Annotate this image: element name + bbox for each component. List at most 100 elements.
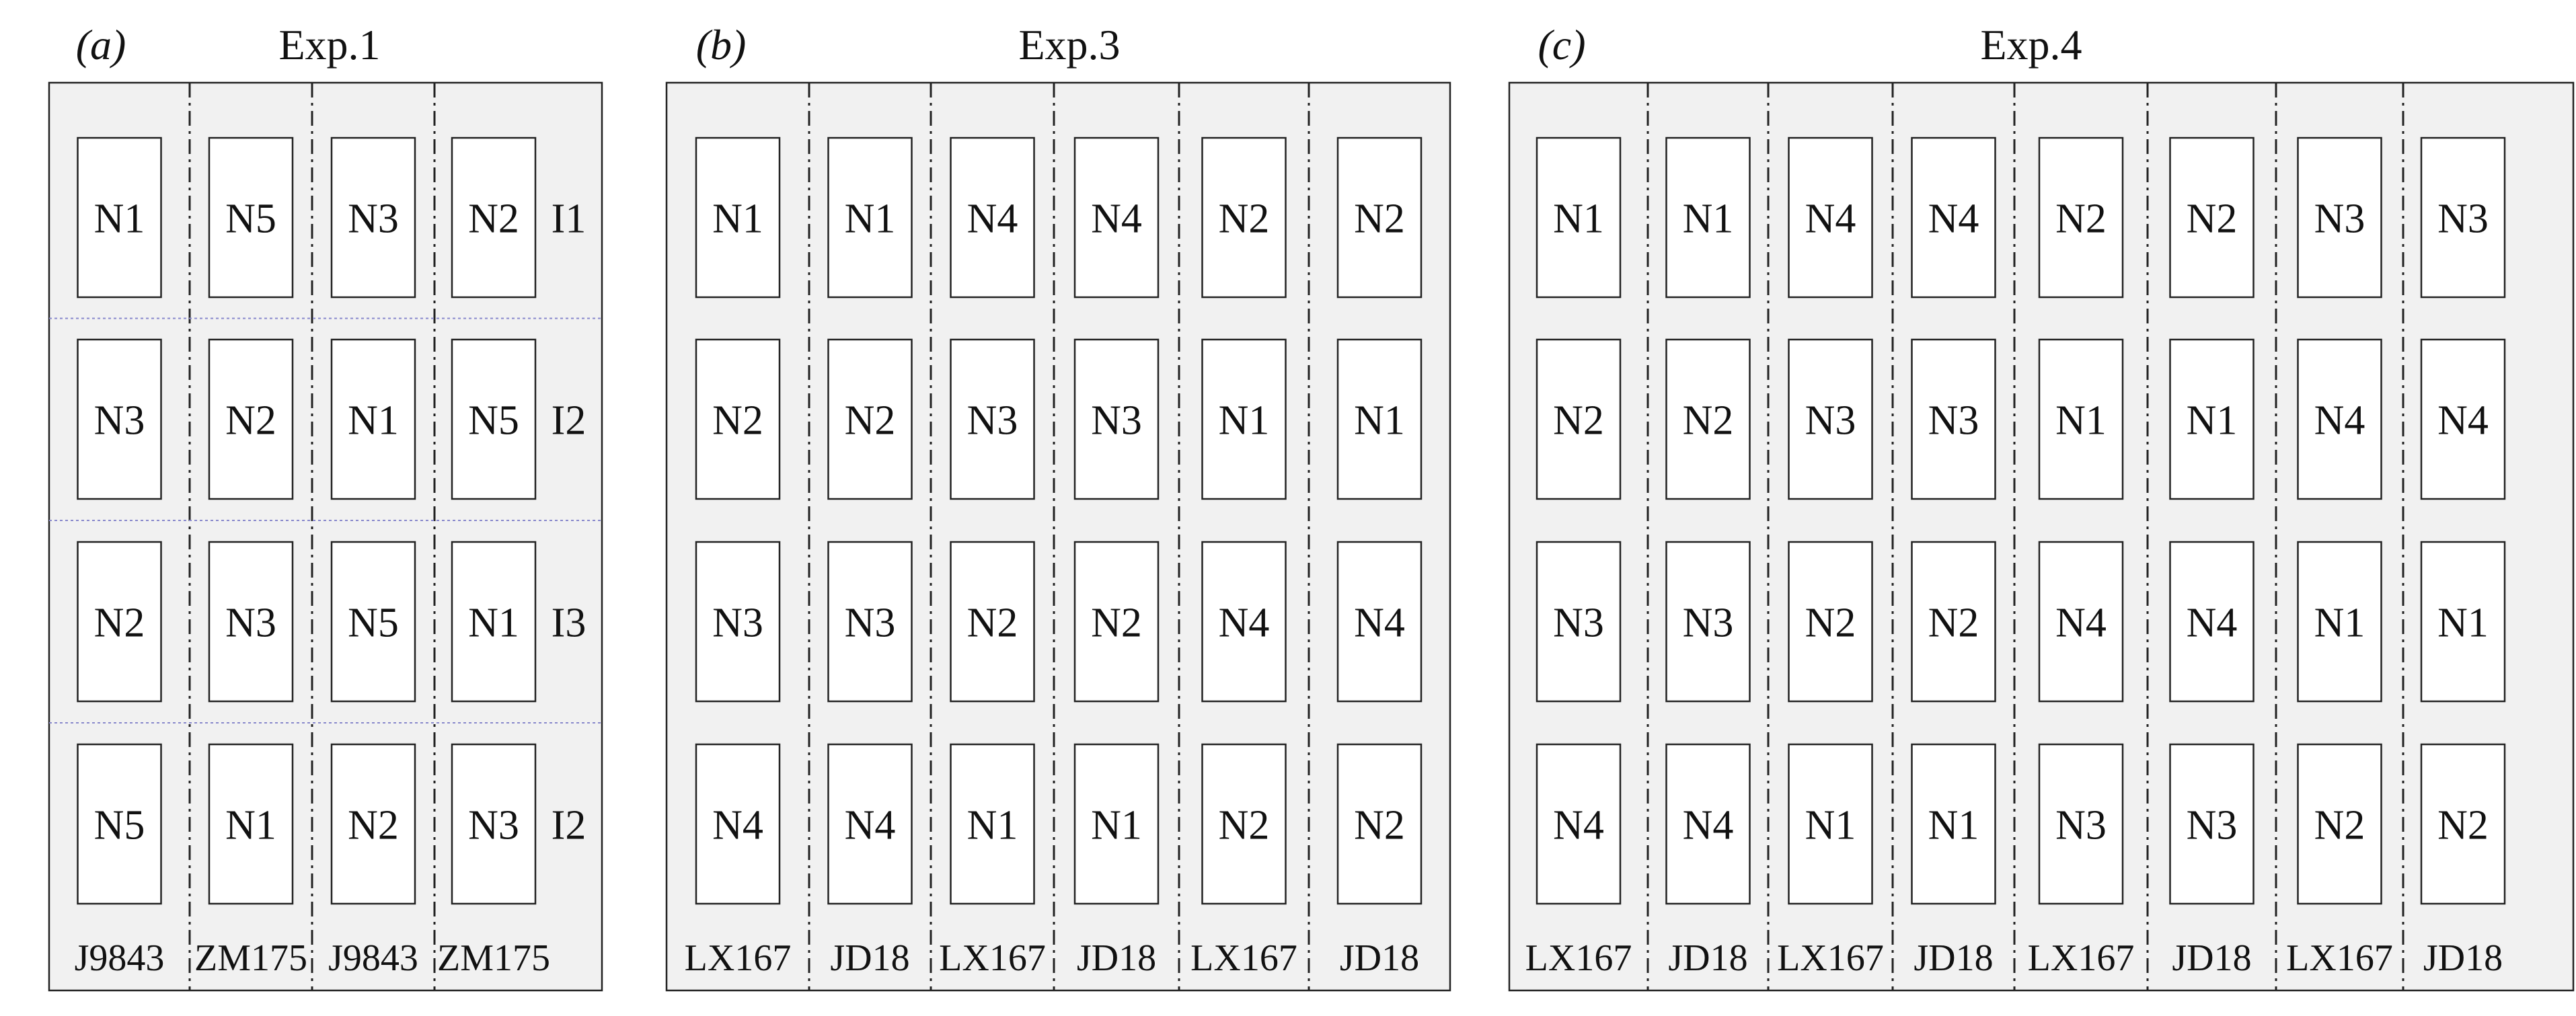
plot-box bbox=[1336, 136, 1423, 299]
column-label: LX167 bbox=[1190, 937, 1297, 979]
panel-title: Exp.3 bbox=[1018, 21, 1120, 69]
plot-box bbox=[1336, 541, 1423, 703]
column-label: JD18 bbox=[2172, 937, 2251, 979]
plot-label: N4 bbox=[845, 803, 896, 849]
plot-label: N3 bbox=[225, 600, 276, 646]
plot-box bbox=[827, 136, 913, 299]
plot-box bbox=[2038, 338, 2124, 500]
plot-box bbox=[2169, 541, 2255, 703]
plot-box bbox=[1665, 136, 1751, 299]
plot-box bbox=[330, 743, 416, 905]
plot-label: N2 bbox=[2055, 196, 2107, 242]
plot-box bbox=[1201, 541, 1287, 703]
plot-label: N3 bbox=[1091, 398, 1142, 444]
column-label: ZM175 bbox=[194, 937, 307, 979]
plot-label: N3 bbox=[348, 196, 399, 242]
plot-box bbox=[695, 338, 781, 500]
plot-box bbox=[1665, 338, 1751, 500]
plot-box bbox=[2420, 338, 2506, 500]
plot-label: N1 bbox=[845, 196, 896, 242]
plot-box bbox=[1201, 743, 1287, 905]
plot-label: N1 bbox=[1354, 398, 1405, 444]
plot-label: N1 bbox=[2314, 600, 2365, 646]
plot-box bbox=[827, 743, 913, 905]
panel-title: Exp.4 bbox=[1980, 21, 2082, 69]
plot-label: N1 bbox=[1553, 196, 1604, 242]
plot-label: N3 bbox=[2314, 196, 2365, 242]
plot-label: N3 bbox=[2187, 803, 2238, 849]
plot-label: N1 bbox=[2187, 398, 2238, 444]
plot-label: N1 bbox=[1683, 196, 1734, 242]
plot-label: N3 bbox=[1928, 398, 1979, 444]
plot-label: N2 bbox=[712, 398, 763, 444]
plot-label: N4 bbox=[1091, 196, 1142, 242]
plot-box bbox=[1536, 541, 1622, 703]
plot-box bbox=[2297, 136, 2382, 299]
panel-label: (a) bbox=[76, 21, 126, 69]
column-label: LX167 bbox=[2286, 937, 2393, 979]
plot-box bbox=[1201, 338, 1287, 500]
plot-label: N4 bbox=[2187, 600, 2238, 646]
column-label: JD18 bbox=[830, 937, 909, 979]
column-label: LX167 bbox=[939, 937, 1046, 979]
plot-label: N1 bbox=[2437, 600, 2489, 646]
column-label: LX167 bbox=[685, 937, 792, 979]
plot-box bbox=[950, 338, 1035, 500]
plot-box bbox=[330, 136, 416, 299]
plot-label: N1 bbox=[2055, 398, 2107, 444]
plot-label: N5 bbox=[468, 398, 519, 444]
plot-label: N3 bbox=[1553, 600, 1604, 646]
plot-box bbox=[1201, 136, 1287, 299]
column-label: JD18 bbox=[1077, 937, 1156, 979]
plot-box bbox=[330, 541, 416, 703]
plot-label: N2 bbox=[1683, 398, 1734, 444]
plot-box bbox=[2038, 541, 2124, 703]
plot-box bbox=[2169, 338, 2255, 500]
plot-label: N1 bbox=[967, 803, 1018, 849]
plot-box bbox=[1665, 743, 1751, 905]
plot-box bbox=[2297, 743, 2382, 905]
column-label: ZM175 bbox=[437, 937, 550, 979]
plot-box bbox=[77, 541, 162, 703]
plot-label: N4 bbox=[1805, 196, 1856, 242]
row-label: I2 bbox=[552, 398, 586, 444]
plot-box bbox=[1336, 743, 1423, 905]
column-label: J9843 bbox=[75, 937, 165, 979]
plot-label: N3 bbox=[967, 398, 1018, 444]
panel-label: (c) bbox=[1538, 21, 1585, 69]
plot-box bbox=[695, 743, 781, 905]
plot-label: N4 bbox=[1553, 803, 1604, 849]
plot-label: N2 bbox=[2314, 803, 2365, 849]
plot-box bbox=[208, 338, 294, 500]
row-label: I3 bbox=[552, 600, 586, 646]
plot-label: N4 bbox=[967, 196, 1018, 242]
plot-label: N3 bbox=[1683, 600, 1734, 646]
plot-label: N4 bbox=[2055, 600, 2107, 646]
plot-label: N1 bbox=[1805, 803, 1856, 849]
column-label: J9843 bbox=[328, 937, 418, 979]
plot-label: N2 bbox=[1354, 196, 1405, 242]
plot-label: N3 bbox=[1805, 398, 1856, 444]
plot-box bbox=[1536, 338, 1622, 500]
column-label: LX167 bbox=[1525, 937, 1632, 979]
plot-box bbox=[1073, 541, 1160, 703]
plot-label: N1 bbox=[348, 398, 399, 444]
plot-box bbox=[2420, 136, 2506, 299]
plot-label: N5 bbox=[348, 600, 399, 646]
plot-box bbox=[1911, 743, 1996, 905]
plot-box bbox=[330, 338, 416, 500]
plot-box bbox=[451, 338, 537, 500]
plot-label: N2 bbox=[1354, 803, 1405, 849]
plot-label: N4 bbox=[1354, 600, 1405, 646]
plot-label: N2 bbox=[94, 600, 145, 646]
plot-label: N1 bbox=[1219, 398, 1270, 444]
plot-box bbox=[2038, 136, 2124, 299]
plot-box bbox=[208, 743, 294, 905]
plot-box bbox=[950, 743, 1035, 905]
plot-box bbox=[2297, 541, 2382, 703]
plot-label: N2 bbox=[1091, 600, 1142, 646]
plot-label: N4 bbox=[1219, 600, 1270, 646]
plot-label: N2 bbox=[1553, 398, 1604, 444]
